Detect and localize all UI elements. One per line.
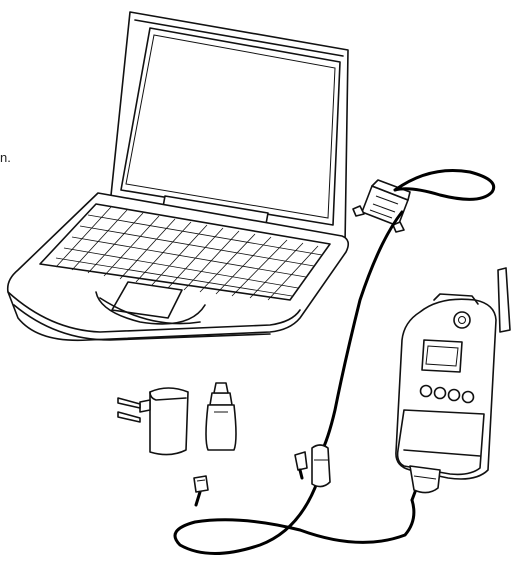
phone-cradle xyxy=(398,410,484,474)
ac-adapter-illustration xyxy=(118,388,188,455)
car-adapter-illustration xyxy=(206,383,236,450)
phone-button xyxy=(435,388,446,399)
cable-inline-module xyxy=(295,445,330,487)
phone-screen xyxy=(422,340,462,372)
phone-button xyxy=(449,390,460,401)
laptop-display xyxy=(121,28,340,225)
small-plug xyxy=(194,476,208,492)
phone-earpiece xyxy=(454,312,470,328)
phone-illustration xyxy=(396,268,510,493)
phone-button xyxy=(463,392,474,403)
caption-fragment: n. xyxy=(0,150,11,165)
laptop-illustration xyxy=(8,12,349,340)
phone-antenna xyxy=(498,268,510,332)
phone-button xyxy=(421,386,432,397)
